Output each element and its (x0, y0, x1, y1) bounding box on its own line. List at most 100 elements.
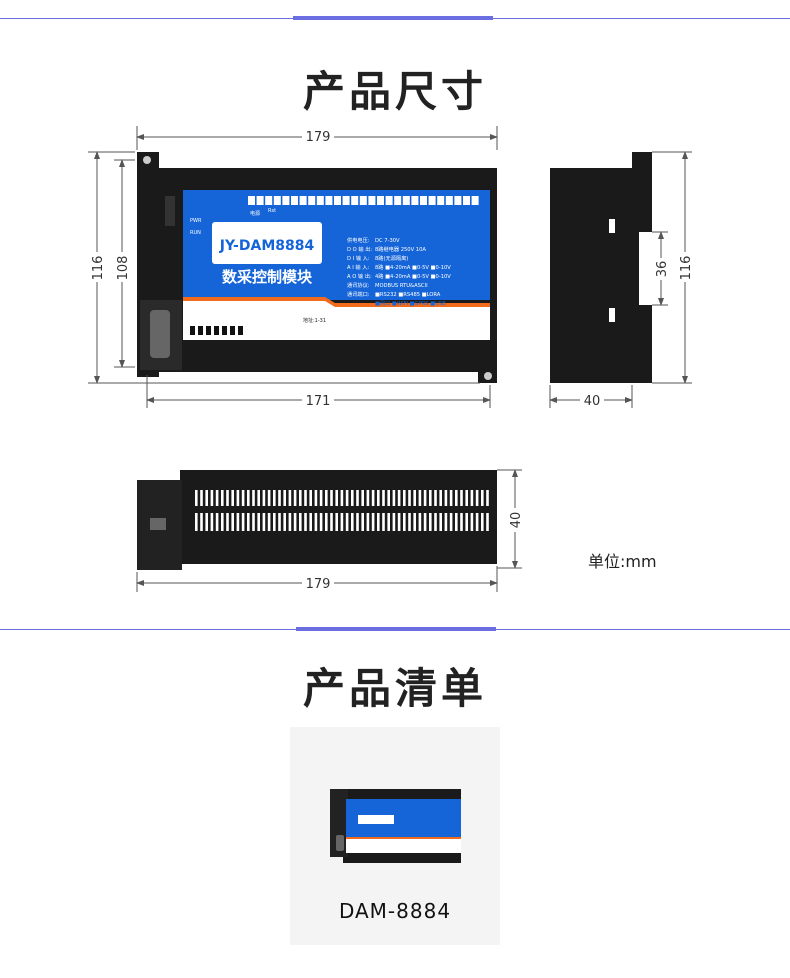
vent-slot (475, 513, 479, 531)
vent-slot (444, 490, 448, 506)
vent-slot (366, 490, 370, 506)
dim-side-depth: 40 (584, 394, 601, 409)
vent-slot (314, 490, 318, 506)
vent-slot (330, 513, 333, 531)
vent-slot (465, 490, 468, 506)
vent-slot (418, 513, 422, 531)
terminal (436, 328, 445, 337)
vent-slot (262, 490, 266, 506)
vent-slot (325, 490, 328, 506)
terminal (411, 196, 419, 205)
vent-slot (345, 513, 349, 531)
vent-slot (423, 513, 427, 531)
vent-slot (475, 490, 479, 506)
terminal (377, 196, 384, 205)
terminal (256, 196, 264, 205)
vent-slot (205, 490, 208, 506)
vent-slot (200, 513, 203, 531)
vent-slot (356, 490, 359, 506)
terminal (402, 196, 410, 205)
terminal (394, 196, 402, 205)
svg-text:4路 ■4-20mA ■0-5V ■0-10V: 4路 ■4-20mA ■0-5V ■0-10V (375, 272, 451, 280)
terminal (342, 196, 350, 205)
vent-slot (267, 513, 271, 531)
vent-slot (205, 513, 208, 531)
vent-slot (361, 513, 364, 531)
svg-text:A I 输 入:: A I 输 入: (347, 263, 369, 271)
vent-slot (210, 490, 214, 506)
vent-slot (278, 513, 281, 531)
dim-bottom-width: 179 (306, 577, 331, 592)
vent-slot (460, 490, 463, 506)
terminal (334, 196, 341, 205)
vent-slot (470, 490, 474, 506)
vent-slot (377, 490, 380, 506)
vent-slot (299, 490, 302, 506)
vent-slot (215, 490, 219, 506)
vent-slot (241, 513, 245, 531)
vent-slot (273, 513, 276, 531)
dim-side-rail: 36 (655, 261, 670, 278)
vent-slot (231, 513, 234, 531)
vent-slot (288, 490, 292, 506)
dimension-drawings: JY-DAM8884 数采控制模块 PWR RUN 供电电压:DC 7-30V … (88, 126, 694, 592)
terminal (420, 196, 427, 205)
terminal (428, 196, 436, 205)
section-title-product-list: 产品清单 (302, 664, 487, 713)
vent-slot (408, 513, 411, 531)
terminal (282, 196, 290, 205)
vent-slot (273, 490, 276, 506)
vent-slot (397, 490, 401, 506)
terminal (316, 196, 324, 205)
led (230, 326, 235, 335)
separator-accent (296, 627, 496, 631)
svg-text:Rst: Rst (268, 208, 276, 214)
terminal (248, 196, 255, 205)
terminal (445, 196, 453, 205)
dim-front-width-outer: 179 (306, 130, 331, 145)
vent-slot (299, 513, 302, 531)
terminal (273, 196, 281, 205)
led (198, 326, 203, 335)
vent-slot (403, 490, 406, 506)
dim-front-height-inner: 108 (116, 256, 131, 281)
svg-text:8路继电器 250V 10A: 8路继电器 250V 10A (375, 245, 426, 253)
svg-text:通讯端口:: 通讯端口: (347, 290, 370, 298)
vent-slot (319, 513, 323, 531)
svg-text:MODBUS RTU&ASCII: MODBUS RTU&ASCII (375, 283, 428, 289)
terminal (414, 328, 423, 337)
vent-slot (351, 490, 354, 506)
svg-text:电源: 电源 (250, 210, 260, 217)
led (206, 326, 211, 335)
vent-slot (340, 490, 344, 506)
led-label-run: RUN (190, 230, 201, 236)
vent-slot (226, 513, 229, 531)
terminal (336, 328, 345, 337)
vent-slot (449, 513, 453, 531)
vent-slot (309, 490, 312, 506)
vent-slot (413, 513, 416, 531)
vent-slot (449, 490, 453, 506)
vent-slot (465, 513, 468, 531)
dim-front-height-outer: 116 (91, 256, 106, 281)
terminal (299, 196, 307, 205)
vent-slot (195, 490, 198, 506)
terminal (470, 328, 478, 337)
terminal (381, 328, 390, 337)
vent-slot (304, 490, 307, 506)
vent-slot (361, 490, 364, 506)
terminal (351, 196, 359, 205)
vent-slot (403, 513, 406, 531)
vent-slot (439, 513, 442, 531)
vent-slot (283, 490, 286, 506)
vent-slot (309, 513, 312, 531)
terminal (347, 328, 356, 337)
vent-slot (231, 490, 234, 506)
vent-slot (455, 513, 458, 531)
svg-text:■RS232 ■RS485 ■LORA: ■RS232 ■RS485 ■LORA (375, 292, 441, 298)
vent-slot (252, 490, 255, 506)
svg-text:供电电压:: 供电电压: (347, 236, 370, 244)
vent-slot (293, 490, 297, 506)
vent-slot (470, 513, 474, 531)
vent-slot (335, 513, 338, 531)
